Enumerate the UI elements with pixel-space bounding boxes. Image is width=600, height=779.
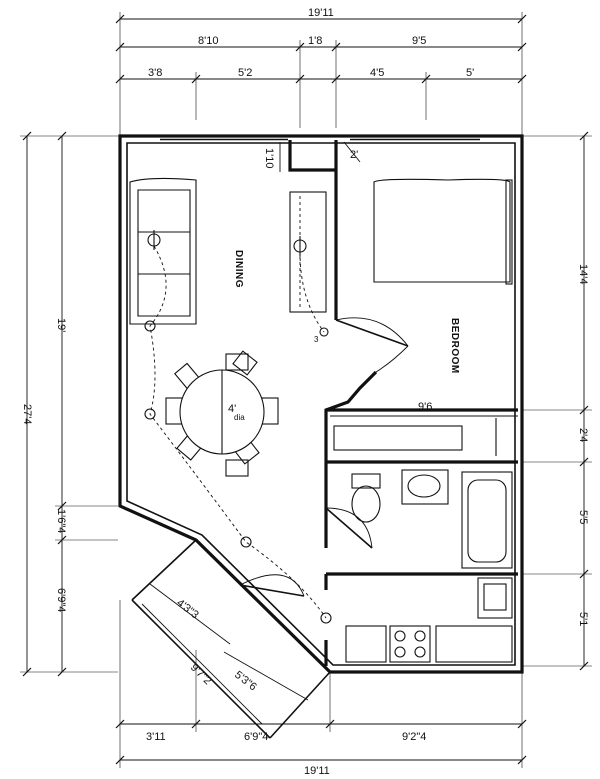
balcony xyxy=(131,539,331,739)
dim-interior-1-10: 1'10 xyxy=(263,148,275,168)
dining-table: 4' dia xyxy=(165,350,279,477)
dining-label: DINING xyxy=(233,250,244,288)
dim-left-lower: 6'9"4 xyxy=(55,588,67,612)
dim-right-3: 5'5 xyxy=(577,510,589,524)
doors xyxy=(239,317,409,597)
dim-top-low-1: 3'8 xyxy=(148,67,162,79)
dim-interior-2: 2' xyxy=(350,149,358,161)
top-dimensions: 19'11 8'10 1'8 9'5 3'8 5'2 4'5 5' xyxy=(115,7,527,136)
dim-diag-9-7: 9'7"2 xyxy=(188,662,214,688)
dim-top-mid-center: 1'8 xyxy=(308,35,322,47)
dim-top-low-2: 5'2 xyxy=(238,67,252,79)
bottom-dimensions: 3'11 6'9"4 9'2"4 19'11 xyxy=(115,600,527,777)
dim-right-1: 14'4 xyxy=(577,264,589,284)
dim-top-low-4: 5' xyxy=(466,67,474,79)
bedroom-label: BEDROOM xyxy=(449,318,460,374)
electrical: 3 xyxy=(144,230,332,624)
dim-diag-4-3: 4'3"3 xyxy=(174,597,201,621)
dim-bottom-2: 6'9"4 xyxy=(244,731,268,743)
table-size-label: 4' xyxy=(228,403,236,415)
table-size-sub: dia xyxy=(234,413,245,422)
dim-bottom-3: 9'2"4 xyxy=(402,731,426,743)
dim-interior-9-6: 9'6 xyxy=(418,401,432,413)
switch-label-3: 3 xyxy=(314,335,319,344)
dim-top-mid-left: 8'10 xyxy=(198,35,218,47)
left-dimensions: 27'4 19' 1'6"4 6'9"4 xyxy=(20,131,120,677)
dim-top-overall: 19'11 xyxy=(308,7,334,19)
dim-left-mid: 1'6"4 xyxy=(55,509,67,533)
dim-top-mid-right: 9'5 xyxy=(412,35,426,47)
interior-dimensions: 1'10 2' 9'6 xyxy=(263,141,518,417)
dim-bottom-overall: 19'11 xyxy=(304,765,330,777)
dim-bottom-1: 3'11 xyxy=(146,731,166,743)
kitchen-fixtures xyxy=(345,577,513,663)
bed xyxy=(373,178,513,285)
right-dimensions: 14'4 2'4 5'5 5'1 xyxy=(522,131,592,671)
sofa xyxy=(129,177,197,325)
dim-right-4: 5'1 xyxy=(577,612,589,626)
dim-right-2: 2'4 xyxy=(577,428,589,442)
dim-left-overall: 27'4 xyxy=(21,404,33,424)
sideboard xyxy=(289,191,327,313)
closet xyxy=(333,418,497,456)
dim-top-low-3: 4'5 xyxy=(370,67,384,79)
interior-walls xyxy=(288,140,518,666)
dim-left-upper: 19' xyxy=(55,318,67,332)
dim-diag-5-3: 5'3"6 xyxy=(232,669,259,693)
bathroom-fixtures xyxy=(351,469,513,569)
